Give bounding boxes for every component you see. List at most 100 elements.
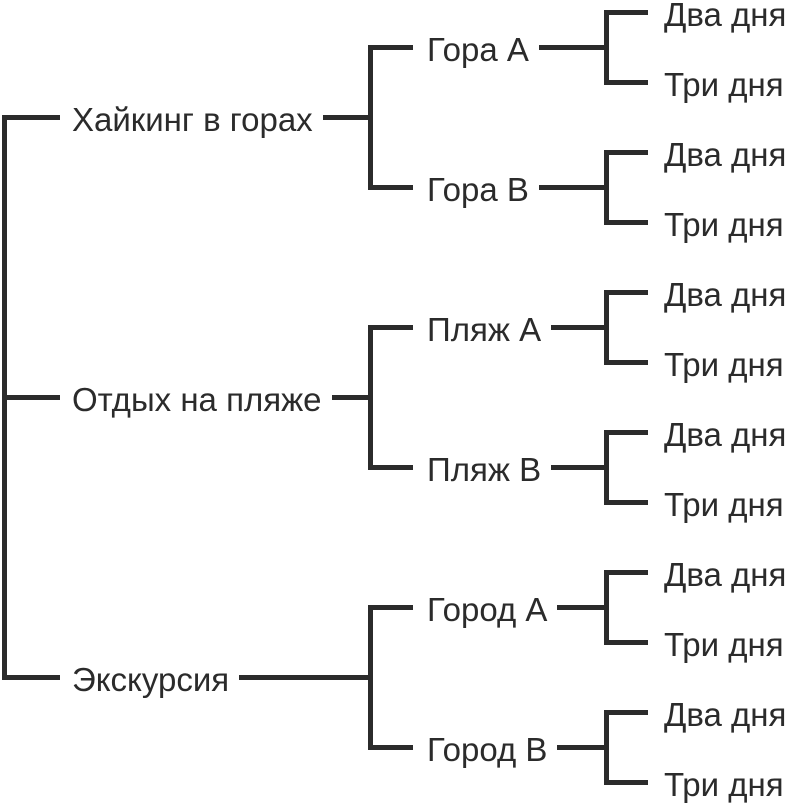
bracket-vertical-line <box>604 429 609 467</box>
bracket-stub-line <box>604 779 648 785</box>
leaf-label: Два дня <box>664 415 787 453</box>
subbranch-label-row: Гора B <box>368 171 604 206</box>
subbranch-children: Два дня Три дня <box>604 117 790 257</box>
subbranch-children: Два дня Три дня <box>604 397 790 537</box>
bracket-stub-line <box>604 79 648 85</box>
branch-label-row: Экскурсия <box>0 660 368 698</box>
subbranch-label: Город B <box>427 730 548 768</box>
leaf-label: Три дня <box>664 625 784 663</box>
bracket-stub-line <box>368 44 413 50</box>
subbranch-beach-b: Пляж B Два дня Три дня <box>368 397 790 537</box>
leaf-three-days: Три дня <box>604 47 790 117</box>
subbranch-label-row: Пляж B <box>368 450 604 488</box>
connector-line <box>551 464 604 470</box>
bracket-vertical-line <box>604 289 609 327</box>
bracket-vertical-line <box>604 47 609 85</box>
leaf-two-days: Два дня <box>604 117 790 187</box>
branch-label: Отдых на пляже <box>72 380 322 418</box>
leaf-label: Два дня <box>664 695 787 733</box>
bracket-stub-line <box>368 184 413 190</box>
branch-label-row: Хайкинг в горах <box>0 100 368 138</box>
subbranch-city-b: Город B Два дня Три дня <box>368 677 790 806</box>
leaf-label: Два дня <box>664 555 787 593</box>
subbranch-label: Гора A <box>427 30 529 68</box>
connector-line <box>551 324 604 330</box>
leaf-three-days: Три дня <box>604 327 790 397</box>
bracket-vertical-line <box>604 569 609 607</box>
leaf-three-days: Три дня <box>604 607 790 677</box>
bracket-vertical-line <box>368 44 373 117</box>
bracket-stub-line <box>604 709 648 715</box>
branch-beach: Отдых на пляже Пляж A Два дня <box>0 257 790 537</box>
subbranch-mountain-a: Гора A Два дня Три дня <box>368 0 790 117</box>
bracket-stub-line <box>368 744 413 750</box>
leaf-label: Три дня <box>664 485 784 523</box>
leaf-two-days: Два дня <box>604 0 790 47</box>
bracket-stub-line <box>604 499 648 505</box>
leaf-two-days: Два дня <box>604 677 790 747</box>
bracket-vertical-line <box>604 187 609 225</box>
connector-line <box>538 44 604 50</box>
subbranch-children: Два дня Три дня <box>604 257 790 397</box>
leaf-label: Два дня <box>664 135 787 173</box>
bracket-stub-line <box>604 289 648 295</box>
bracket-vertical-line <box>368 117 373 190</box>
leaf-two-days: Два дня <box>604 537 790 607</box>
bracket-stub-line <box>604 359 648 365</box>
root-stub-line <box>2 674 60 680</box>
subbranch-label-row: Город B <box>368 730 604 768</box>
bracket-vertical-line <box>368 397 373 470</box>
branch-children: Пляж A Два дня Три дня <box>368 257 790 537</box>
subbranch-children: Два дня Три дня <box>604 677 790 806</box>
bracket-vertical-line <box>368 677 373 750</box>
bracket-vertical-line <box>604 9 609 47</box>
bracket-stub-line <box>604 149 648 155</box>
branch-children: Гора A Два дня Три дня <box>368 0 790 257</box>
root-stub-line <box>2 394 60 400</box>
branch-label-row: Отдых на пляже <box>0 380 368 418</box>
leaf-three-days: Три дня <box>604 467 790 537</box>
root-stub-line <box>2 114 60 120</box>
bracket-stub-line <box>604 639 648 645</box>
bracket-vertical-line <box>604 327 609 365</box>
bracket-stub-line <box>368 324 413 330</box>
branch-label: Хайкинг в горах <box>72 100 313 138</box>
bracket-stub-line <box>604 219 648 225</box>
connector-line <box>538 184 604 190</box>
branch-label: Экскурсия <box>72 660 230 698</box>
root-bracket-line <box>2 537 7 680</box>
bracket-vertical-line <box>604 607 609 645</box>
subbranch-mountain-b: Гора B Два дня Три дня <box>368 117 790 257</box>
bracket-vertical-line <box>604 747 609 785</box>
leaf-label: Три дня <box>664 345 784 383</box>
leaf-two-days: Два дня <box>604 257 790 327</box>
leaf-two-days: Два дня <box>604 397 790 467</box>
bracket-stub-line <box>368 464 413 470</box>
leaf-label: Два дня <box>664 0 787 33</box>
subbranch-label: Пляж B <box>427 450 542 488</box>
leaf-label: Три дня <box>664 765 784 803</box>
root-bracket-line <box>2 114 7 257</box>
bracket-vertical-line <box>368 604 373 677</box>
leaf-three-days: Три дня <box>604 747 790 806</box>
subbranch-label: Пляж A <box>427 310 542 348</box>
subbranch-label-row: Город A <box>368 590 604 628</box>
bracket-stub-line <box>604 429 648 435</box>
connector-line <box>331 394 368 400</box>
connector-line <box>557 604 604 610</box>
branch-children: Город A Два дня Три дня <box>368 537 790 806</box>
branch-excursion: Экскурсия Город A Два дня <box>0 537 790 806</box>
bracket-stub-line <box>604 9 648 15</box>
connector-line <box>322 114 368 120</box>
leaf-label: Три дня <box>664 65 784 103</box>
subbranch-label-row: Пляж A <box>368 310 604 348</box>
leaf-label: Три дня <box>664 205 784 243</box>
subbranch-label: Город A <box>427 590 548 628</box>
leaf-label: Два дня <box>664 275 787 313</box>
bracket-stub-line <box>604 569 648 575</box>
bracket-vertical-line <box>604 467 609 505</box>
branch-hiking: Хайкинг в горах Гора A Два дня <box>0 0 790 257</box>
bracket-stub-line <box>368 604 413 610</box>
